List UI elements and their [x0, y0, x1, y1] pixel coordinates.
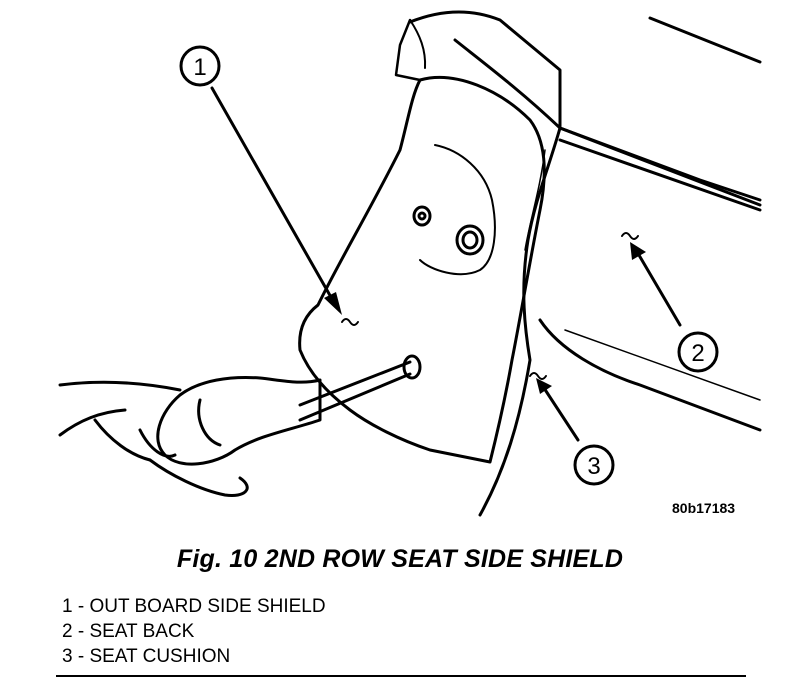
leader-2	[634, 248, 682, 327]
legend-item: 1 - OUT BOARD SIDE SHIELD	[62, 596, 326, 617]
callout-circle-1	[179, 45, 221, 87]
leader-1	[210, 86, 338, 308]
leader-3	[540, 383, 580, 442]
side-shield-outline	[298, 18, 546, 464]
bottom-rule	[56, 675, 746, 677]
callout-label-1: 1	[193, 54, 206, 81]
callout-label-3: 3	[587, 453, 600, 480]
figure-code: 80b17183	[672, 500, 736, 516]
screwdriver-and-hand	[58, 354, 422, 498]
figure-caption: Fig. 10 2ND ROW SEAT SIDE SHIELD	[176, 545, 624, 573]
callout-circle-3	[573, 444, 615, 486]
callout-circle-2	[677, 331, 719, 373]
callout-label-2: 2	[691, 340, 704, 367]
callout-leaders	[210, 86, 682, 442]
seat-side-shield-illustration: 1 2 3	[58, 10, 762, 517]
callout-arrowheads	[324, 242, 646, 394]
legend-item: 2 - SEAT BACK	[62, 621, 195, 642]
legend-item: 3 - SEAT CUSHION	[62, 646, 231, 667]
legend: 1 - OUT BOARD SIDE SHIELD 2 - SEAT BACK …	[62, 594, 326, 669]
seat-back-outline	[408, 10, 762, 432]
